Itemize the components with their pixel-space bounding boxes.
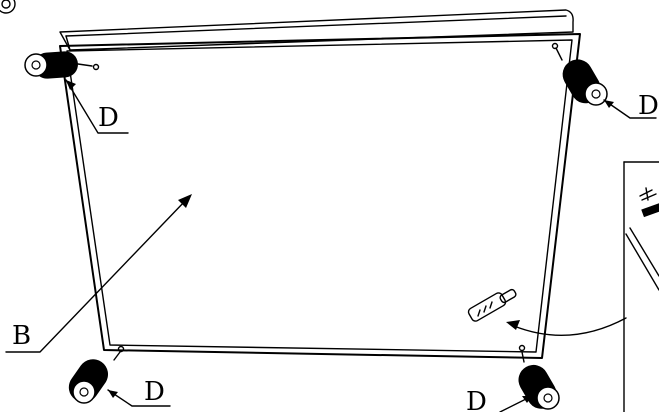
leader-top-right bbox=[603, 99, 657, 119]
leader-top-left bbox=[65, 79, 129, 134]
foot-top-right bbox=[551, 42, 608, 106]
connector-bolt-icon bbox=[467, 288, 517, 322]
table-panel bbox=[59, 33, 581, 359]
label-bottom-left: D bbox=[144, 377, 165, 407]
foot-top-left bbox=[24, 51, 100, 79]
leader-bottom-right bbox=[499, 395, 533, 412]
detail-leader bbox=[506, 317, 627, 336]
detail-inset bbox=[623, 161, 659, 412]
foot-bottom-left bbox=[68, 345, 125, 404]
label-bottom-right: D bbox=[466, 387, 487, 412]
top-rail bbox=[59, 9, 574, 51]
foot-bottom-right bbox=[518, 344, 560, 410]
leader-panel bbox=[5, 194, 192, 353]
leader-bottom-left bbox=[107, 389, 171, 407]
label-top-left: D bbox=[98, 103, 119, 133]
label-top-right: D bbox=[638, 91, 659, 121]
corner-mark-icon bbox=[0, 0, 16, 14]
label-panel: B bbox=[12, 321, 31, 351]
